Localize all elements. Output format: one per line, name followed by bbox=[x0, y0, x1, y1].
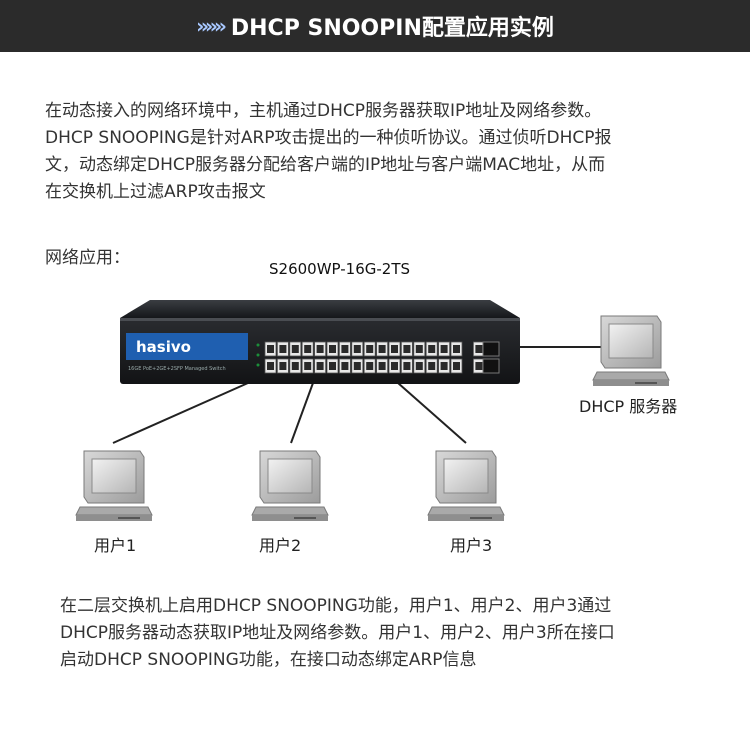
rj45-port-socket bbox=[291, 345, 299, 353]
rj45-port-socket bbox=[440, 345, 448, 353]
pc-base-front bbox=[252, 515, 328, 521]
rj45-port-socket bbox=[341, 345, 349, 353]
intro-line: DHCP SNOOPING是针对ARP攻击提出的一种侦听协议。通过侦听DHCP报 bbox=[45, 128, 612, 148]
rj45-port-socket bbox=[428, 345, 436, 353]
user3-label: 用户3 bbox=[450, 536, 493, 555]
summary-line: DHCP服务器动态获取IP地址及网络参数。用户1、用户2、用户3所在接口 bbox=[60, 623, 615, 643]
rj45-port-socket bbox=[279, 345, 287, 353]
rj45-port-socket bbox=[440, 362, 448, 370]
pc-base-front bbox=[428, 515, 504, 521]
rj45-port-socket bbox=[279, 362, 287, 370]
rj45-port-socket bbox=[329, 345, 336, 353]
rj45-port-socket bbox=[304, 362, 312, 370]
pc-base-front bbox=[593, 380, 669, 386]
rj45-port-socket bbox=[341, 362, 349, 370]
brand-plate bbox=[126, 333, 248, 360]
summary-paragraph: 在二层交换机上启用DHCP SNOOPING功能，用户1、用户2、用户3通过 D… bbox=[60, 593, 730, 674]
rj45-port-socket bbox=[475, 362, 483, 370]
pc-user2 bbox=[251, 450, 329, 521]
link-user1 bbox=[112, 382, 249, 444]
network-application-label: 网络应用： bbox=[45, 248, 130, 268]
summary-line: 启动DHCP SNOOPING功能，在接口动态绑定ARP信息 bbox=[60, 650, 477, 670]
pc-base bbox=[592, 371, 670, 381]
rj45-ports bbox=[264, 341, 498, 374]
intro-paragraph: 在动态接入的网络环境中，主机通过DHCP服务器获取IP地址及网络参数。 DHCP… bbox=[45, 98, 735, 206]
pc-base bbox=[427, 506, 505, 516]
pc-drive-slot bbox=[635, 382, 657, 384]
rj45-port-socket bbox=[316, 362, 324, 370]
pc-server bbox=[592, 315, 670, 386]
pc-screen bbox=[443, 458, 489, 494]
rj45-port-socket bbox=[353, 362, 361, 370]
page-title: DHCP SNOOPIN配置应用实例 bbox=[230, 16, 554, 41]
rj45-port-socket bbox=[316, 345, 324, 353]
rj45-port-socket bbox=[366, 362, 374, 370]
pc-base-front bbox=[76, 515, 152, 521]
pc-screen bbox=[91, 458, 137, 494]
panel-caption: 16GE PoE+2GE+2SFP Managed Switch bbox=[128, 366, 226, 372]
pc-screen bbox=[267, 458, 313, 494]
rj45-port-socket bbox=[403, 362, 411, 370]
sfp-ports bbox=[482, 341, 500, 374]
rj45-port-socket bbox=[329, 362, 336, 370]
pc-drive-slot bbox=[470, 517, 492, 519]
status-leds bbox=[256, 343, 260, 367]
rj45-port-socket bbox=[415, 345, 423, 353]
rj45-port-socket bbox=[391, 362, 398, 370]
rj45-port-socket bbox=[403, 345, 411, 353]
rj45-port-socket bbox=[353, 345, 361, 353]
rj45-port-socket bbox=[475, 345, 483, 353]
switch-model-label: S2600WP-16G-2TS bbox=[269, 260, 411, 278]
title-bar: »»» DHCP SNOOPIN配置应用实例 bbox=[0, 0, 750, 52]
link-user3 bbox=[397, 382, 467, 444]
rj45-port-socket bbox=[304, 345, 312, 353]
brand-logo: hasivo bbox=[136, 338, 191, 356]
rj45-port-socket bbox=[366, 345, 374, 353]
chevron-right-icon: »»» bbox=[196, 14, 227, 38]
rj45-port-socket bbox=[415, 362, 423, 370]
summary-line: 在二层交换机上启用DHCP SNOOPING功能，用户1、用户2、用户3通过 bbox=[60, 596, 612, 616]
rj45-port-socket bbox=[453, 345, 460, 353]
pc-base bbox=[251, 506, 329, 516]
rj45-port-socket bbox=[291, 362, 299, 370]
pc-drive-slot bbox=[118, 517, 140, 519]
pc-base bbox=[75, 506, 153, 516]
rj45-port-socket bbox=[378, 345, 386, 353]
pc-screen bbox=[608, 323, 654, 359]
pc-drive-slot bbox=[294, 517, 316, 519]
rj45-port-socket bbox=[378, 362, 386, 370]
link-user2 bbox=[290, 382, 314, 444]
intro-line: 文，动态绑定DHCP服务器分配给客户端的IP地址与客户端MAC地址，从而 bbox=[45, 155, 606, 175]
title-bar-inner: »»» DHCP SNOOPIN配置应用实例 bbox=[196, 10, 554, 42]
rj45-port-socket bbox=[428, 362, 436, 370]
user1-label: 用户1 bbox=[94, 536, 137, 555]
rj45-port-socket bbox=[391, 345, 398, 353]
dhcp-server-label: DHCP 服务器 bbox=[579, 397, 678, 416]
rj45-port-socket bbox=[453, 362, 460, 370]
user2-label: 用户2 bbox=[259, 536, 302, 555]
network-links bbox=[112, 346, 610, 444]
rj45-port-socket bbox=[267, 362, 274, 370]
switch-device: hasivo 16GE PoE+2GE+2SFP Managed Switch bbox=[120, 300, 520, 384]
rj45-port-socket bbox=[267, 345, 274, 353]
pc-user3 bbox=[427, 450, 505, 521]
intro-line: 在交换机上过滤ARP攻击报文 bbox=[45, 182, 266, 202]
pc-user1 bbox=[75, 450, 153, 521]
intro-line: 在动态接入的网络环境中，主机通过DHCP服务器获取IP地址及网络参数。 bbox=[45, 101, 602, 121]
